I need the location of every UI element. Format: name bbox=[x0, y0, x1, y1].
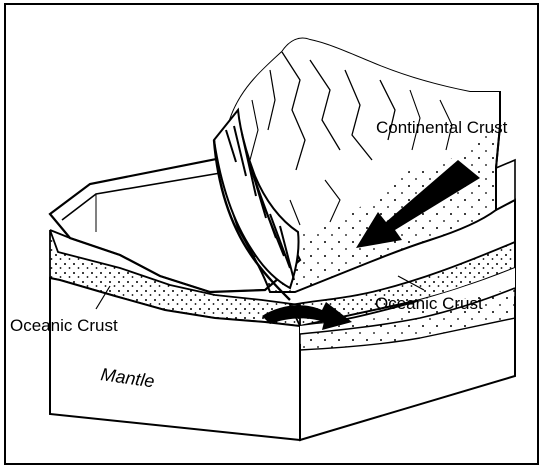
label-oceanic-crust-right: Oceanic Crust bbox=[375, 294, 483, 313]
label-oceanic-crust-left: Oceanic Crust bbox=[10, 316, 118, 335]
label-continental-crust: Continental Crust bbox=[376, 118, 508, 137]
